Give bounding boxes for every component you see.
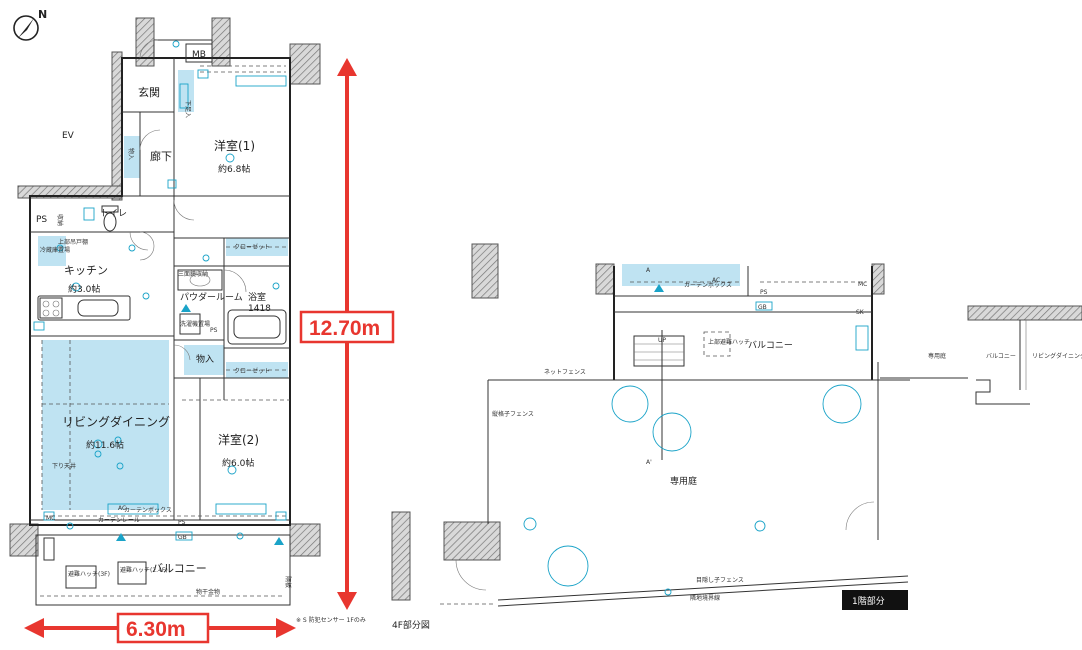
- wall-hatch: [471, 243, 499, 299]
- rouka-label: 廊下: [150, 149, 172, 163]
- section-a2-label: A': [646, 459, 652, 466]
- fixture-symbols: [33, 40, 287, 545]
- width-dimension-text: 6.30m: [126, 618, 186, 641]
- curtain-box-1f-label: カーテンボックス: [684, 281, 732, 289]
- curtain-label: カーテンレール: [98, 517, 140, 524]
- living-size: 約11.6帖: [86, 439, 124, 451]
- mini-balcony-label: バルコニー: [986, 353, 1016, 360]
- powder-label: パウダールーム: [180, 291, 243, 303]
- shoe-label: 下足入: [184, 100, 191, 118]
- wall-hatch: [443, 521, 501, 561]
- mono1-label: 物入: [127, 148, 135, 160]
- mb-label: MB: [192, 50, 206, 60]
- hinan2-label: 避難ハッチ(2.4F): [120, 566, 168, 574]
- compass-label: N: [38, 8, 47, 21]
- tate-fence-label: 縦格子フェンス: [492, 410, 534, 418]
- reizoko-label: 冷蔵庫置場: [40, 246, 70, 254]
- youshitsu2-name: 洋室(2): [218, 432, 259, 447]
- yokushitsu-name: 浴室: [248, 291, 266, 303]
- mono1-tint: [124, 136, 140, 178]
- height-dimension-text: 12.70m: [309, 317, 380, 340]
- balcony-label: バルコニー: [152, 562, 207, 575]
- monohoshi-label: 物干金物: [196, 588, 220, 596]
- ps-1f-label: PS: [760, 289, 768, 296]
- closet2-label: クローゼット: [234, 367, 270, 375]
- shuno-label: 収納: [56, 214, 64, 226]
- kitchen-size: 約3.0帖: [68, 283, 100, 295]
- dimension-width: 6.30m: [24, 612, 296, 644]
- net-fence-label: ネットフェンス: [544, 369, 586, 376]
- mc-1f-label: MC: [858, 281, 867, 288]
- gb-1f-label: GB: [758, 304, 767, 311]
- hinan-1f-label: 上部避難ハッチ: [708, 338, 750, 346]
- hinan1-label: 避難ハッチ(3F): [68, 570, 110, 578]
- ev-label: EV: [62, 131, 75, 141]
- sanmen-label: 三面鏡収納: [178, 270, 208, 278]
- caption-1f: 1階部分: [852, 595, 885, 607]
- youshitsu1-name: 洋室(1): [214, 138, 255, 153]
- gb-label: GB: [178, 534, 187, 541]
- kitchen-name: キッチン: [64, 264, 108, 277]
- ps3-label: PS: [178, 519, 186, 526]
- jouge-label: 上部吊戸棚: [58, 238, 88, 246]
- note-label: ※ S 防犯センサー 1Fのみ: [296, 616, 366, 624]
- sentaku-label: 洗濯機置場: [180, 320, 210, 328]
- yokushitsu-size: 1418: [248, 304, 271, 314]
- compass-icon: N: [13, 8, 47, 41]
- living-floor-tint: [42, 340, 169, 510]
- balcony-1f-label: バルコニー: [748, 340, 793, 351]
- ac-label: AC: [118, 505, 126, 512]
- wall-hatch: [391, 511, 411, 601]
- sk-label: SK: [856, 309, 865, 316]
- toilet-label: トイレ: [100, 209, 127, 219]
- mono2-tint: [184, 345, 224, 375]
- garden-1f-label: 専用庭: [670, 475, 697, 487]
- mc-label: MC: [46, 515, 55, 522]
- youshitsu1-size: 約6.8帖: [218, 163, 250, 175]
- wall-hatch: [289, 43, 321, 85]
- curtain-box-label: カーテンボックス: [124, 506, 172, 514]
- wall-hatch: [595, 263, 615, 295]
- right-mini-section: 専用庭 バルコニー リビングダイニング: [880, 305, 1082, 405]
- ac-1f-label: AC: [712, 277, 720, 284]
- youshitsu2-size: 約6.0帖: [222, 457, 254, 469]
- section-a-label: A: [646, 267, 651, 274]
- wall-hatch: [871, 263, 885, 295]
- caption-4f: 4F部分図: [392, 619, 430, 631]
- wall-hatch: [9, 523, 39, 557]
- yokosan-label: 目隠し子フェンス: [696, 576, 744, 584]
- caption-1f-box: [842, 590, 908, 610]
- wall-hatch: [289, 523, 321, 557]
- ps1-label: PS: [36, 215, 47, 225]
- ps2-label: PS: [210, 327, 218, 334]
- dimension-height: 12.70m: [299, 58, 395, 610]
- closet1-label: クローゼット: [234, 243, 270, 251]
- living-name: リビングダイニング: [62, 414, 170, 429]
- shoe-tint: [178, 70, 194, 112]
- mono2-label: 物入: [196, 353, 214, 365]
- wall-hatch: [967, 305, 1082, 321]
- unit-4f-plan: MB: [9, 17, 366, 624]
- up-label: UP: [658, 337, 666, 344]
- wall-hatch: [111, 51, 123, 201]
- border-label: 隣地境界線: [690, 594, 720, 602]
- unit-1f-plan: UP 上部避難ハッチ バルコニー 専用庭 ネットフェンス 縦格子フェンス 目隠し…: [391, 243, 910, 607]
- sagari-label: 下り天井: [52, 462, 76, 470]
- kanshikiri-label: 隔板: [284, 576, 292, 588]
- genkan-label: 玄関: [138, 85, 160, 99]
- mini-garden-label: 専用庭: [928, 352, 946, 360]
- mini-living-label: リビングダイニング: [1032, 352, 1082, 360]
- 1f-wet-tint: [622, 264, 740, 286]
